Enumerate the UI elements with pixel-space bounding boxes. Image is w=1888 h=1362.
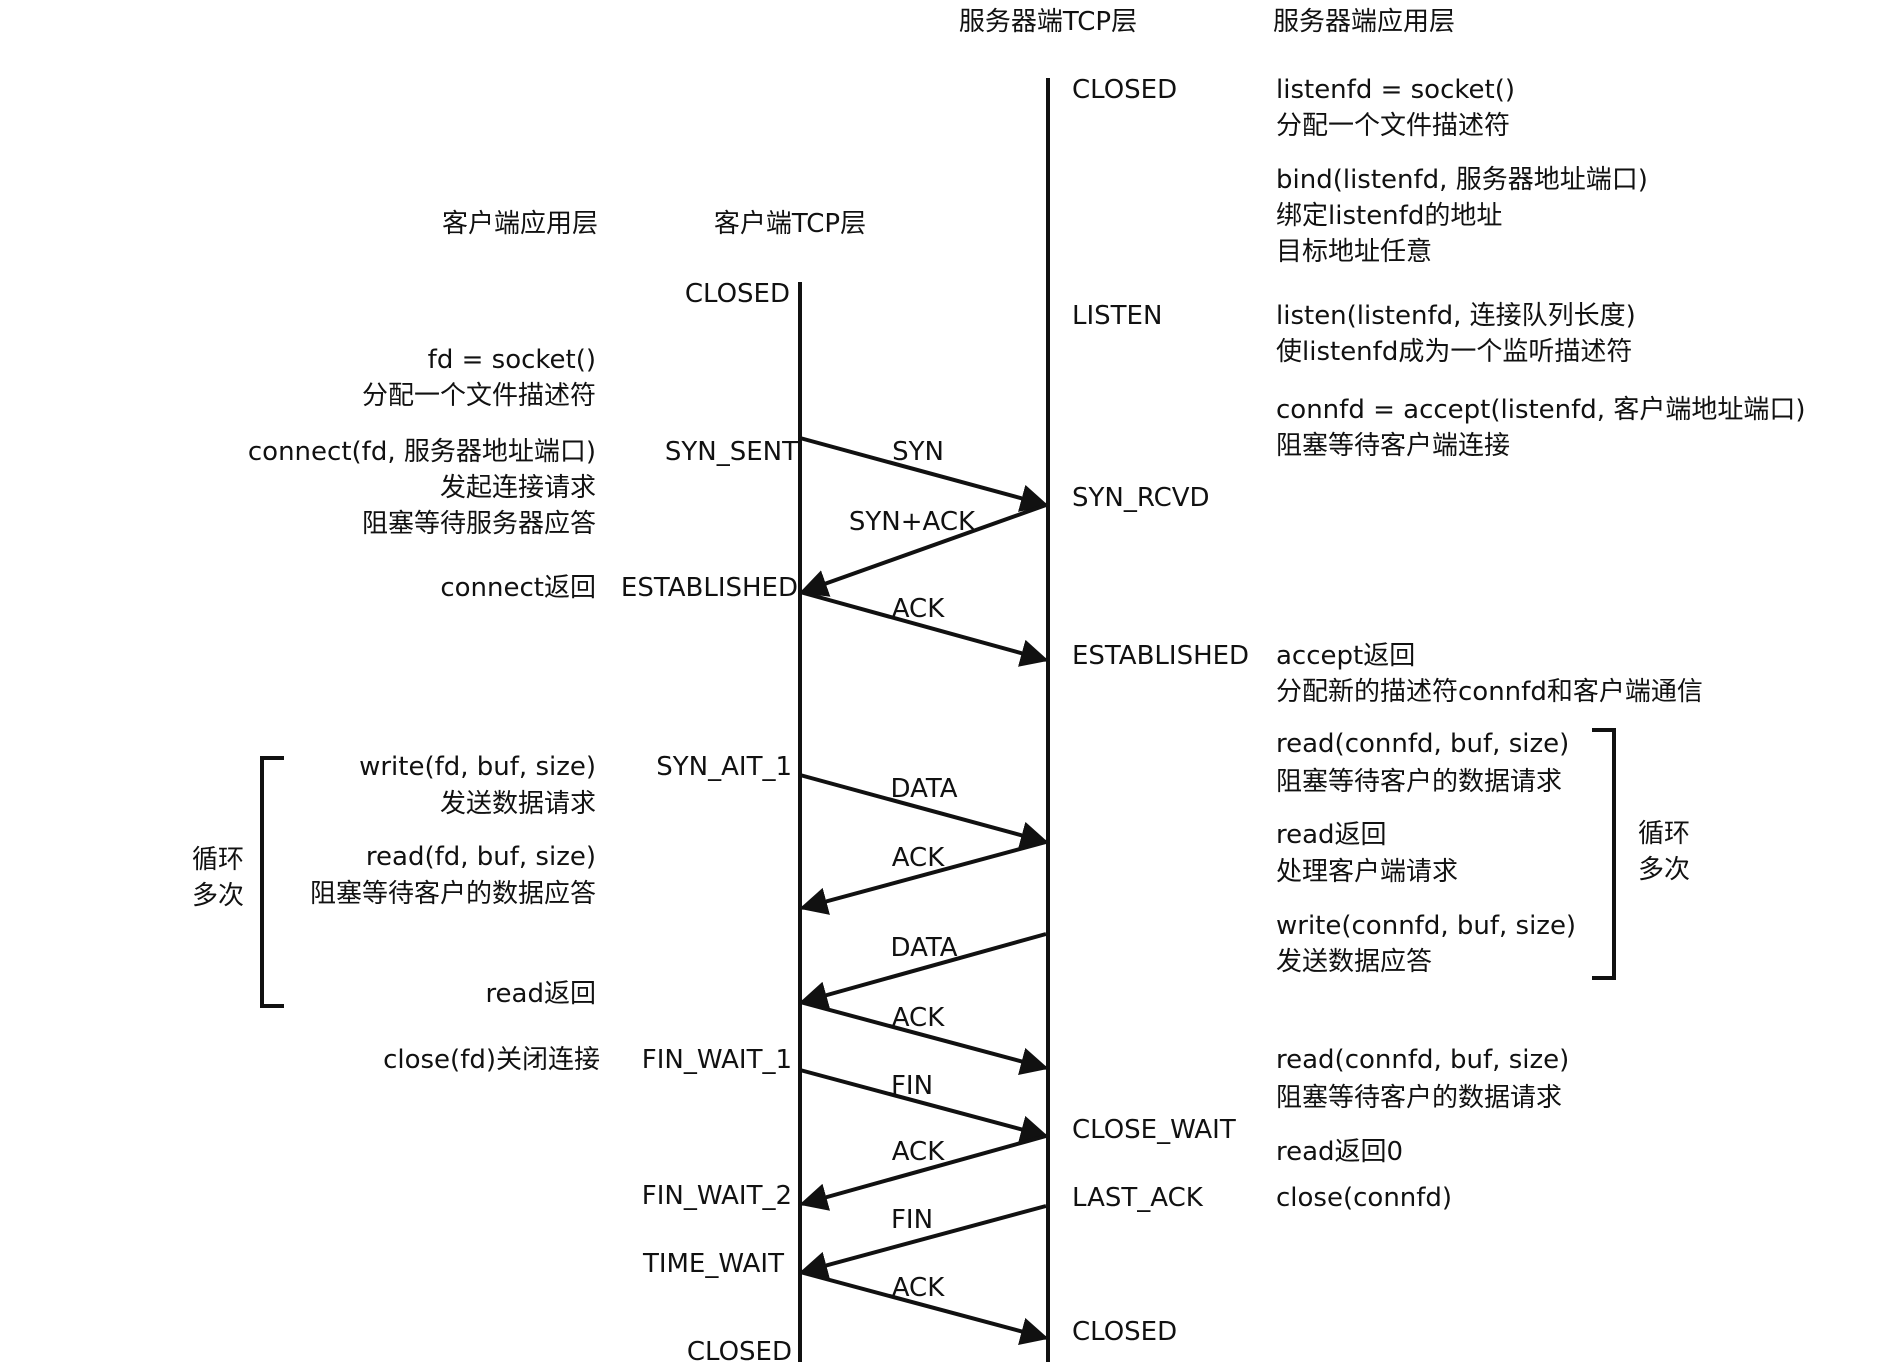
client-state-established: ESTABLISHED bbox=[621, 573, 798, 603]
client-socket-call: fd = socket() bbox=[428, 345, 596, 375]
server-tcp-header: 服务器端TCP层 bbox=[959, 7, 1137, 37]
server-read-return: read返回 bbox=[1276, 820, 1387, 850]
arrow-ack-3 bbox=[799, 1000, 1049, 1075]
client-write-desc: 发送数据请求 bbox=[440, 789, 596, 819]
msg-syn: SYN bbox=[892, 437, 944, 467]
arrow-syn bbox=[799, 436, 1049, 512]
arrow-ack-5 bbox=[799, 1270, 1049, 1345]
msg-data-2: DATA bbox=[891, 933, 958, 963]
server-loop-bracket bbox=[1592, 728, 1616, 980]
server-state-syn-rcvd: SYN_RCVD bbox=[1072, 483, 1210, 513]
client-state-syn-ait-1: SYN_AIT_1 bbox=[656, 752, 792, 782]
server-state-closed: CLOSED bbox=[1072, 75, 1177, 105]
msg-ack-3: ACK bbox=[892, 1003, 945, 1033]
server-write-call: write(connfd, buf, size) bbox=[1276, 911, 1576, 941]
msg-ack-1: ACK bbox=[892, 594, 945, 624]
client-connect-desc-1: 发起连接请求 bbox=[440, 473, 596, 503]
client-state-syn-sent: SYN_SENT bbox=[665, 437, 798, 467]
server-app-header: 服务器端应用层 bbox=[1273, 7, 1455, 37]
msg-fin-1: FIN bbox=[891, 1071, 933, 1101]
arrow-fin-2 bbox=[799, 1204, 1047, 1279]
client-state-fin-wait-1: FIN_WAIT_1 bbox=[642, 1045, 792, 1075]
arrow-syn-ack bbox=[799, 503, 1047, 597]
arrow-ack-1 bbox=[799, 590, 1049, 667]
client-tcp-header: 客户端TCP层 bbox=[714, 209, 866, 239]
arrow-data-2 bbox=[799, 932, 1047, 1009]
server-state-closed-final: CLOSED bbox=[1072, 1317, 1177, 1347]
server-read-return-desc: 处理客户端请求 bbox=[1276, 857, 1458, 887]
server-bind-desc-1: 绑定listenfd的地址 bbox=[1276, 201, 1502, 231]
client-write-call: write(fd, buf, size) bbox=[359, 752, 596, 782]
server-listen-desc: 使listenfd成为一个监听描述符 bbox=[1276, 337, 1632, 367]
server-accept-desc: 阻塞等待客户端连接 bbox=[1276, 431, 1510, 461]
msg-ack-4: ACK bbox=[892, 1137, 945, 1167]
server-socket-call: listenfd = socket() bbox=[1276, 75, 1515, 105]
server-listen-call: listen(listenfd, 连接队列长度) bbox=[1276, 301, 1636, 331]
client-connect-desc-2: 阻塞等待服务器应答 bbox=[362, 509, 596, 539]
client-app-header: 客户端应用层 bbox=[442, 209, 598, 239]
client-connect-call: connect(fd, 服务器地址端口) bbox=[248, 437, 596, 467]
server-read2-desc: 阻塞等待客户的数据请求 bbox=[1276, 1083, 1562, 1113]
msg-ack-5: ACK bbox=[892, 1273, 945, 1303]
server-state-established: ESTABLISHED bbox=[1072, 641, 1249, 671]
client-state-fin-wait-2: FIN_WAIT_2 bbox=[642, 1181, 792, 1211]
msg-ack-2: ACK bbox=[892, 843, 945, 873]
client-read-return: read返回 bbox=[485, 979, 596, 1009]
server-bind-desc-2: 目标地址任意 bbox=[1276, 237, 1432, 267]
arrow-fin-1 bbox=[799, 1068, 1049, 1143]
client-read-call: read(fd, buf, size) bbox=[366, 842, 596, 872]
server-state-last-ack: LAST_ACK bbox=[1072, 1183, 1204, 1213]
msg-data-1: DATA bbox=[891, 774, 958, 804]
server-read-desc: 阻塞等待客户的数据请求 bbox=[1276, 767, 1562, 797]
server-socket-desc: 分配一个文件描述符 bbox=[1276, 111, 1510, 141]
msg-fin-2: FIN bbox=[891, 1205, 933, 1235]
client-read-desc: 阻塞等待客户的数据应答 bbox=[310, 879, 596, 909]
server-close-call: close(connfd) bbox=[1276, 1183, 1452, 1213]
server-state-listen: LISTEN bbox=[1072, 301, 1162, 331]
client-loop-label-2: 多次 bbox=[192, 881, 244, 911]
server-read2-return: read返回0 bbox=[1276, 1137, 1403, 1167]
client-socket-desc: 分配一个文件描述符 bbox=[362, 381, 596, 411]
client-state-closed-final: CLOSED bbox=[687, 1337, 792, 1362]
server-loop-label-1: 循环 bbox=[1638, 819, 1690, 849]
msg-syn-ack: SYN+ACK bbox=[849, 507, 976, 537]
client-close-call: close(fd)关闭连接 bbox=[383, 1045, 600, 1075]
client-loop-label-1: 循环 bbox=[192, 845, 244, 875]
server-loop-label-2: 多次 bbox=[1638, 855, 1690, 885]
client-state-time-wait: TIME_WAIT bbox=[642, 1249, 784, 1279]
client-state-closed: CLOSED bbox=[685, 279, 790, 309]
arrow-ack-2 bbox=[799, 840, 1047, 915]
server-state-close-wait: CLOSE_WAIT bbox=[1072, 1115, 1236, 1145]
server-write-desc: 发送数据应答 bbox=[1276, 947, 1432, 977]
client-loop-bracket bbox=[260, 756, 284, 1008]
server-accept-return-desc: 分配新的描述符connfd和客户端通信 bbox=[1276, 677, 1703, 707]
arrow-ack-4 bbox=[799, 1134, 1047, 1211]
server-read2-call: read(connfd, buf, size) bbox=[1276, 1045, 1569, 1075]
server-bind-call: bind(listenfd, 服务器地址端口) bbox=[1276, 165, 1648, 195]
server-accept-call: connfd = accept(listenfd, 客户端地址端口) bbox=[1276, 395, 1805, 425]
server-accept-return: accept返回 bbox=[1276, 641, 1415, 671]
client-connect-return: connect返回 bbox=[440, 573, 596, 603]
arrow-data-1 bbox=[799, 773, 1049, 849]
server-read-call: read(connfd, buf, size) bbox=[1276, 729, 1569, 759]
